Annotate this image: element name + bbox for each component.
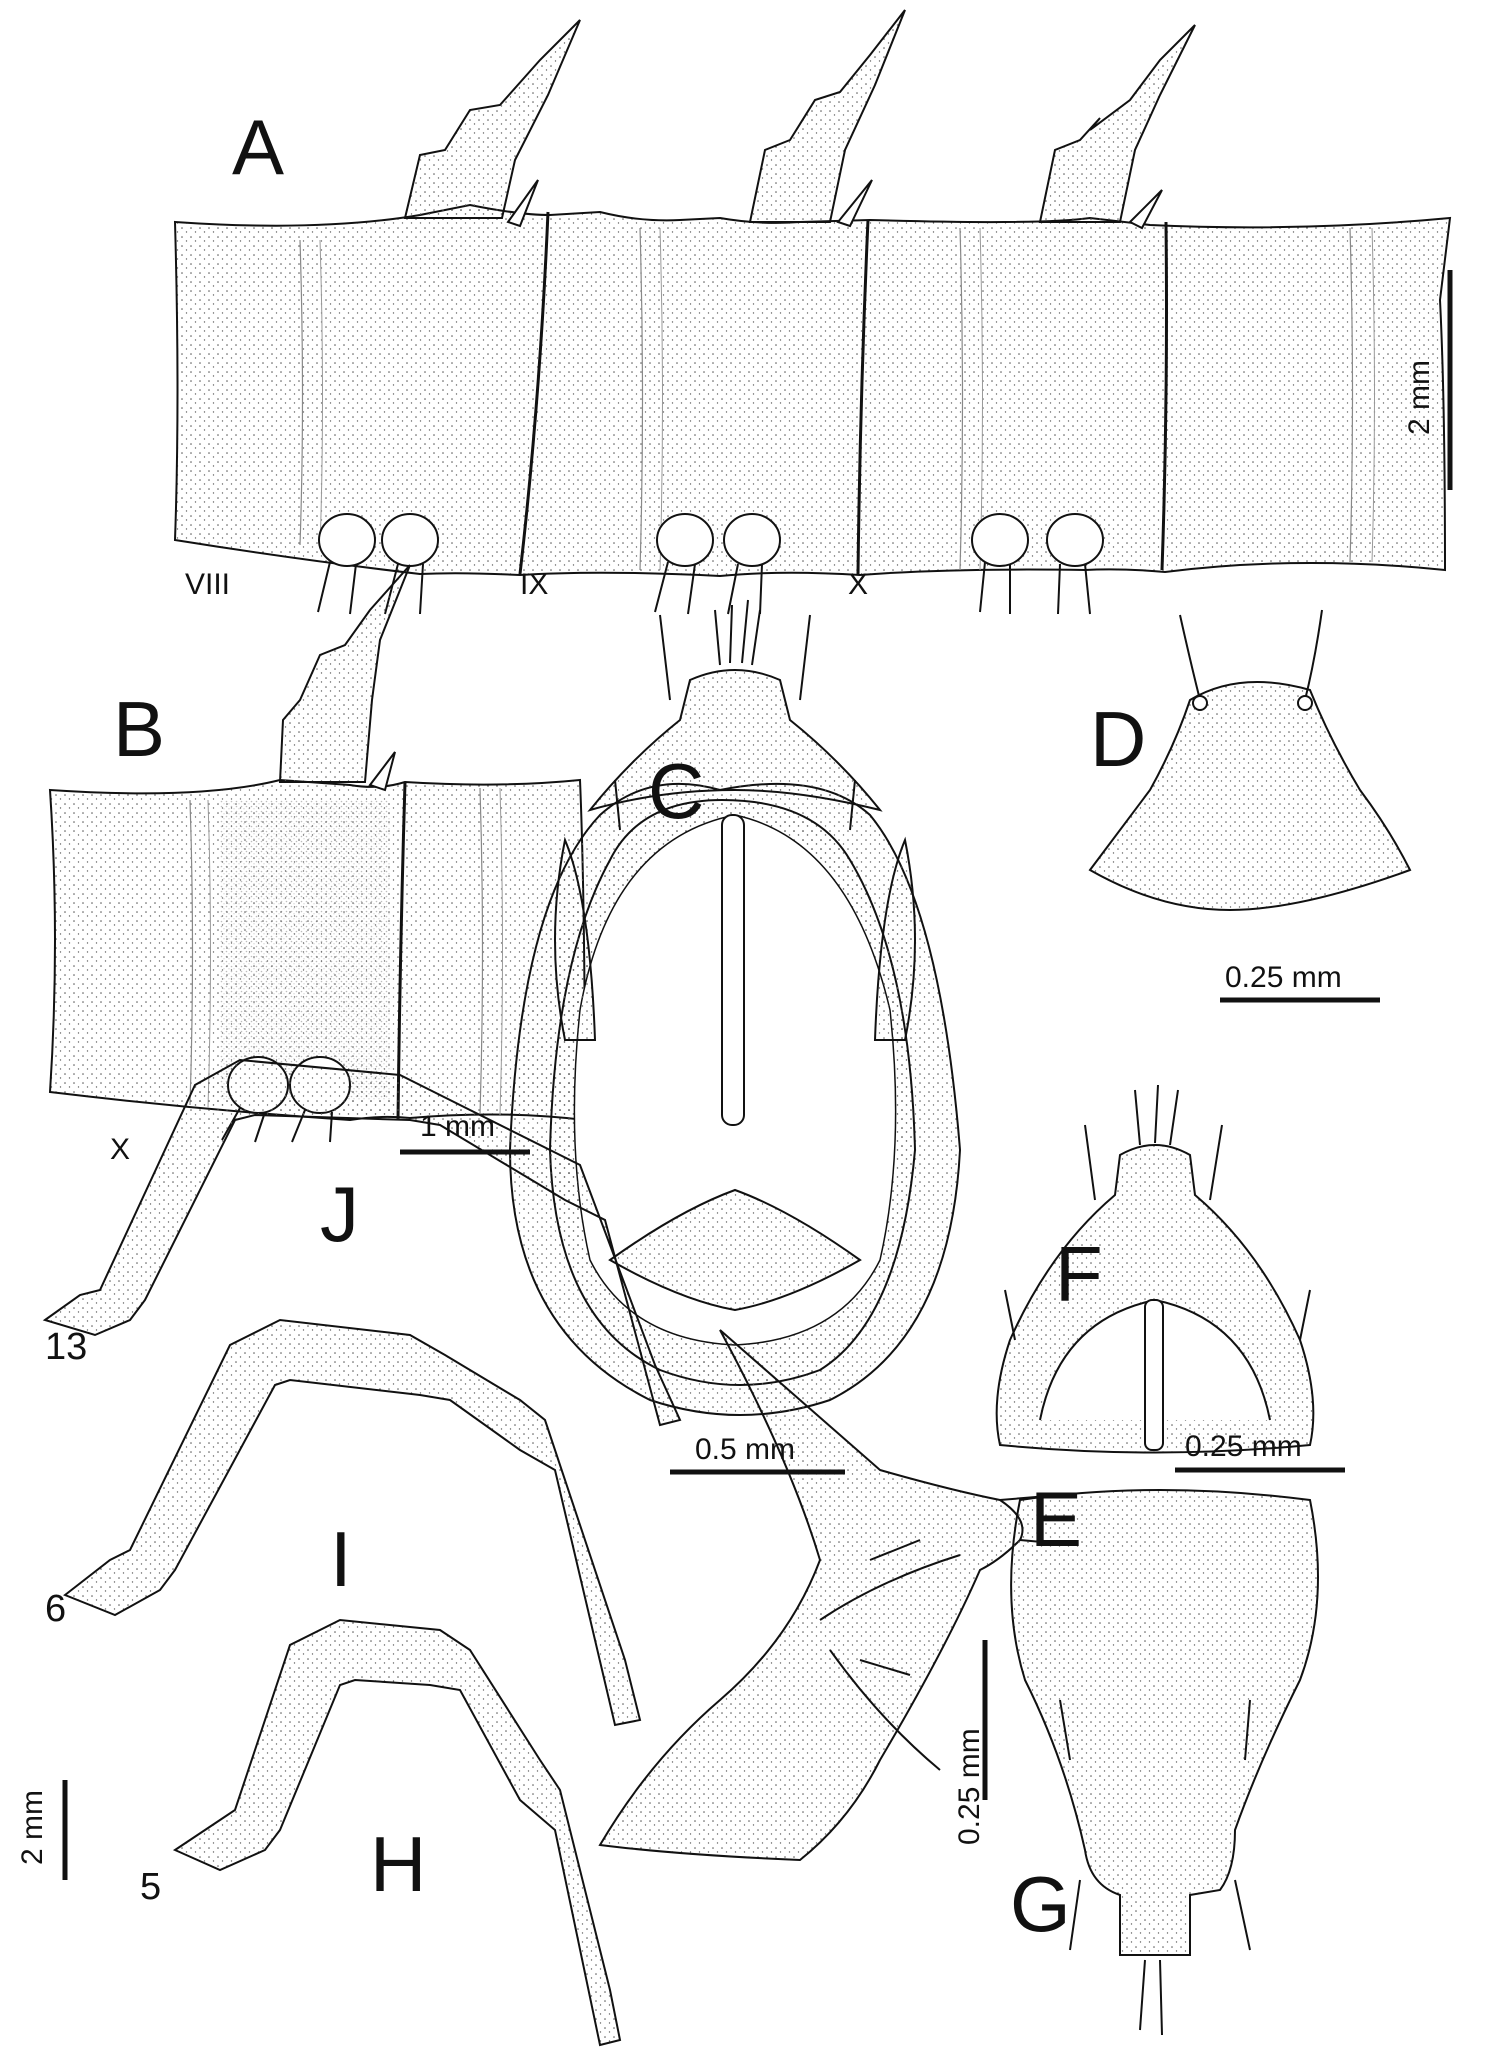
segment-label-ix: IX [520, 568, 549, 601]
leg-number-6: 6 [45, 1588, 67, 1630]
leg-i [63, 1318, 642, 1727]
panel-label-d: D [1090, 695, 1147, 783]
segments-outline [173, 203, 1452, 578]
panel-label-g: G [1010, 1860, 1071, 1948]
scale-label-e: 0.25 mm [953, 1728, 986, 1845]
panel-g-drawing [1010, 1489, 1319, 2036]
scale-label-legs: 2 mm [16, 1790, 49, 1865]
panel-label-h: H [370, 1820, 427, 1908]
segment-label-x-b: X [110, 1133, 131, 1166]
leg-number-5: 5 [140, 1866, 162, 1908]
leg-number-13: 13 [45, 1326, 88, 1368]
spine-b [278, 564, 411, 783]
scale-label-c: 0.5 mm [695, 1433, 796, 1466]
border-viii-ix [518, 211, 550, 575]
panel-c-drawing [508, 599, 962, 1416]
spine-x [1038, 24, 1196, 223]
panel-d-drawing [1088, 609, 1412, 912]
lower-plate [608, 1188, 862, 1312]
scale-bars [62, 270, 1453, 1880]
scale-label-d: 0.25 mm [1225, 961, 1342, 994]
panel-label-c: C [648, 747, 705, 835]
scale-label-f: 0.25 mm [1185, 1430, 1302, 1463]
panel-a-drawing [173, 9, 1452, 615]
scale-label-a: 2 mm [1403, 360, 1436, 435]
gonopod-e [598, 1329, 1024, 1862]
spine-ix [748, 9, 906, 223]
panel-label-j: J [320, 1170, 359, 1258]
border-x-xi [1160, 221, 1168, 571]
panel-label-f: F [1055, 1230, 1103, 1318]
panel-f-drawing [995, 1084, 1315, 1454]
side-process-left [554, 836, 597, 1041]
side-process-right [873, 836, 916, 1041]
ring-cap [587, 669, 883, 812]
panel-e-drawing [598, 1329, 1076, 1862]
segment-label-viii: VIII [185, 568, 231, 601]
panel-label-a: A [232, 103, 285, 191]
panel-label-e: E [1030, 1475, 1083, 1563]
panel-label-b: B [113, 685, 166, 773]
leg-h [172, 1618, 622, 2047]
spine-viii [403, 19, 581, 219]
border-ix-x [856, 219, 870, 575]
segment-label-x-a: X [848, 568, 869, 601]
scale-label-b: 1 mm [420, 1110, 495, 1143]
structure-g [1010, 1489, 1319, 1956]
panel-b-drawing [48, 564, 587, 1143]
panel-label-i: I [330, 1515, 352, 1603]
tergite-d [1088, 681, 1412, 912]
